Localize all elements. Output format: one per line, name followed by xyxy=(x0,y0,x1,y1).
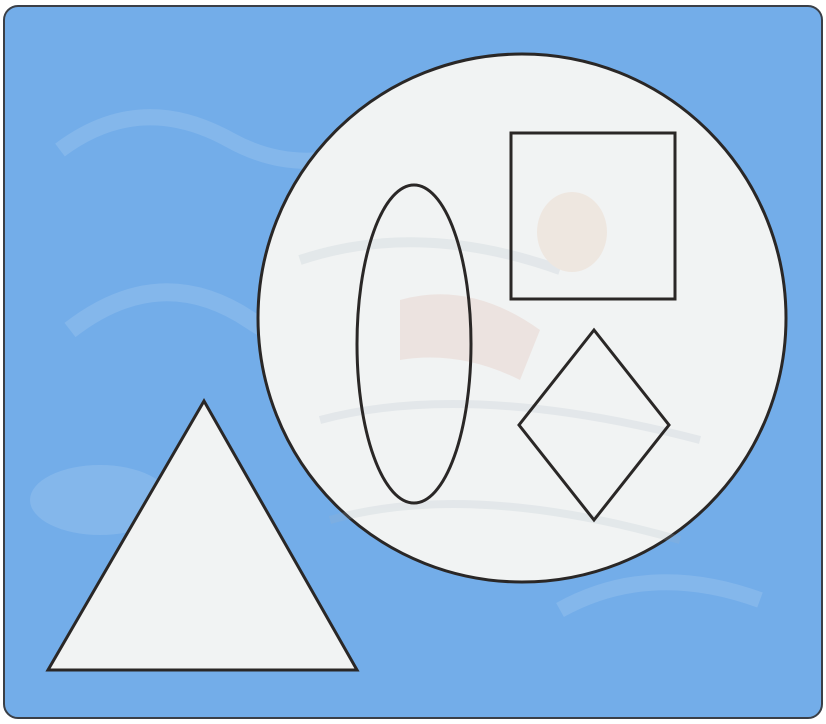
shapes-figure xyxy=(0,0,826,724)
